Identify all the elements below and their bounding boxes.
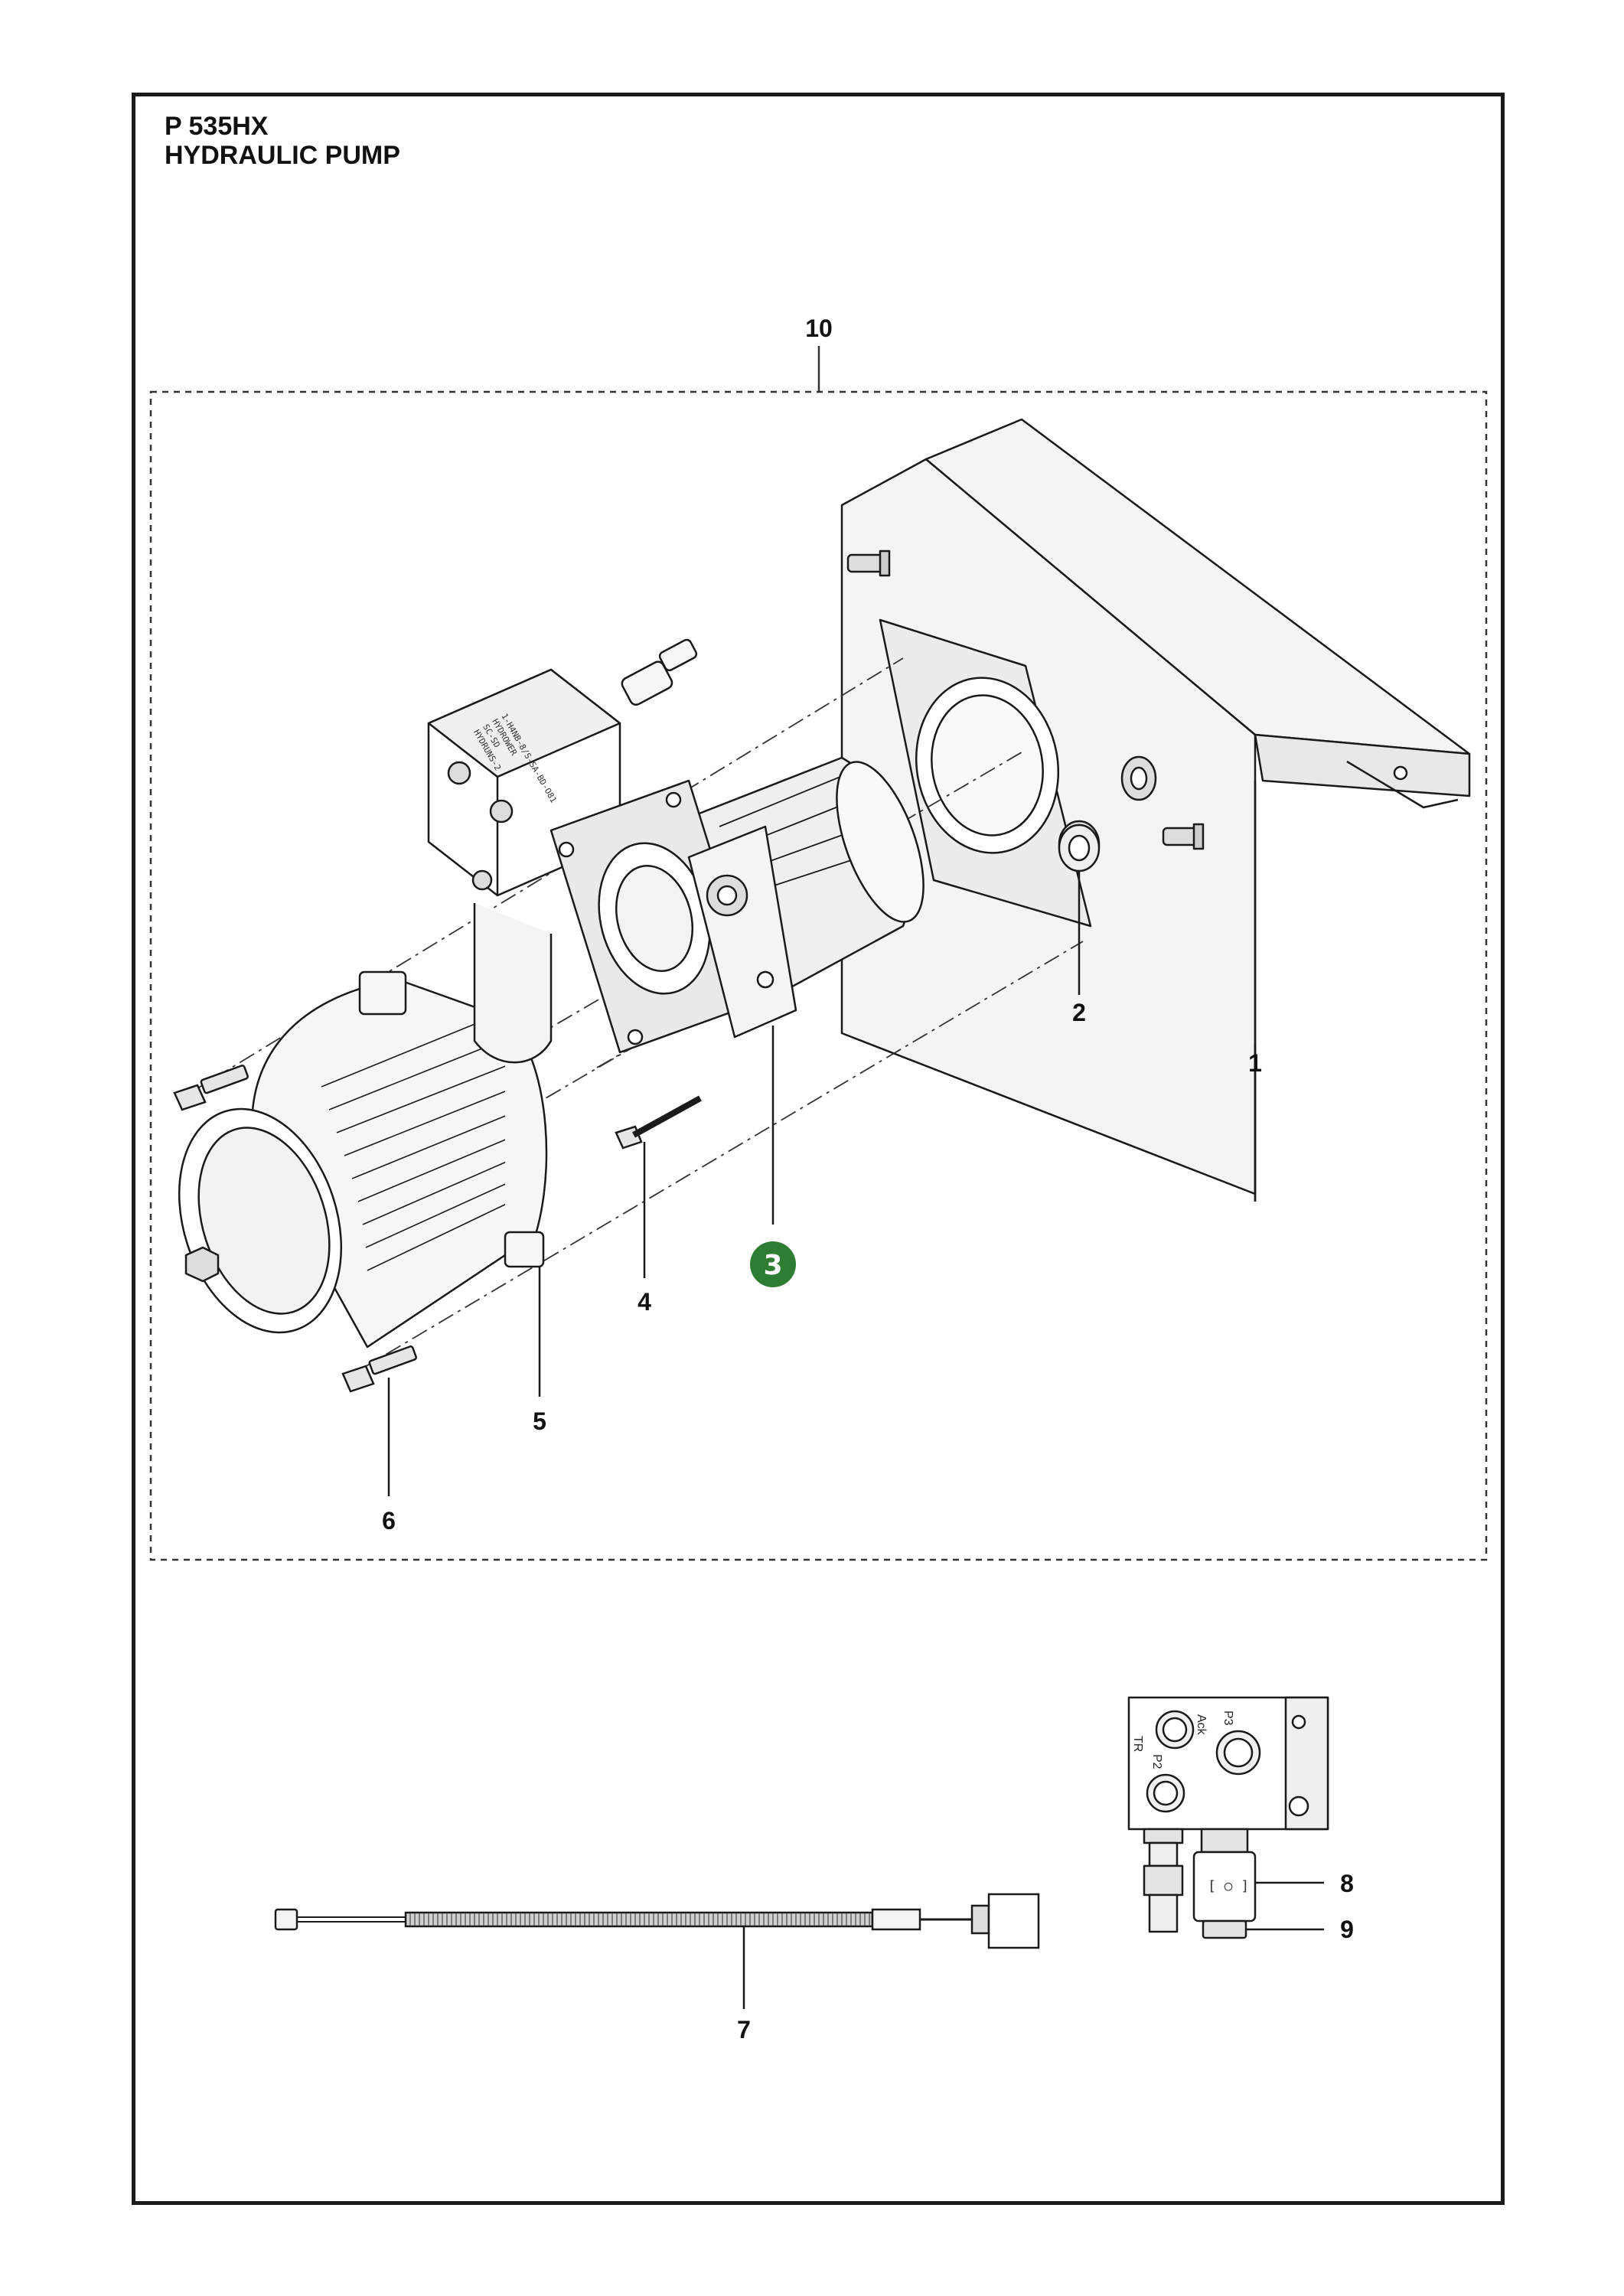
- part-7-cable-corrugation: [409, 1913, 870, 1926]
- part-5-electric-motor[interactable]: [152, 970, 548, 1354]
- part-7-cable-harness[interactable]: [274, 1893, 1040, 2009]
- port-label-tr: TR: [1131, 1736, 1144, 1752]
- callout-6: 6: [382, 1507, 396, 1534]
- callout-9: 9: [1340, 1916, 1354, 1943]
- part-3-hydraulic-pump[interactable]: [427, 638, 941, 1064]
- port-label-ack: Ack: [1195, 1714, 1208, 1736]
- part-8-solenoid-coil[interactable]: [ ○ ]: [1192, 1851, 1257, 1923]
- part-1-tank-housing[interactable]: [840, 418, 1471, 1202]
- callout-1: 1: [1248, 1049, 1262, 1077]
- leader-lines: [387, 871, 1324, 1931]
- part-6-flange-bolt[interactable]: [173, 1065, 417, 1393]
- callout-4: 4: [638, 1288, 651, 1316]
- svg-text:[ ○ ]: [ ○ ]: [1208, 1878, 1249, 1894]
- callout-3: 3: [763, 1250, 782, 1281]
- port-label-p3: P3: [1221, 1711, 1234, 1726]
- callout-10: 10: [805, 315, 833, 342]
- part-2-gasket[interactable]: [1058, 823, 1101, 872]
- model-title: P 535HX: [165, 112, 269, 141]
- callout-2: 2: [1072, 999, 1086, 1026]
- callout-3-badge: [750, 1241, 796, 1287]
- callout-7: 7: [737, 2016, 751, 2043]
- part-4-long-screw[interactable]: [615, 1095, 702, 1150]
- port-label-p2: P2: [1150, 1754, 1163, 1769]
- part-9-coil-nut[interactable]: [1202, 1919, 1247, 1939]
- valve-block-assembly[interactable]: [1127, 1696, 1329, 1933]
- page-title: HYDRAULIC PUMP: [165, 141, 400, 170]
- callout-8: 8: [1340, 1870, 1354, 1897]
- page-frame: [132, 93, 1505, 2205]
- callout-5: 5: [533, 1407, 546, 1435]
